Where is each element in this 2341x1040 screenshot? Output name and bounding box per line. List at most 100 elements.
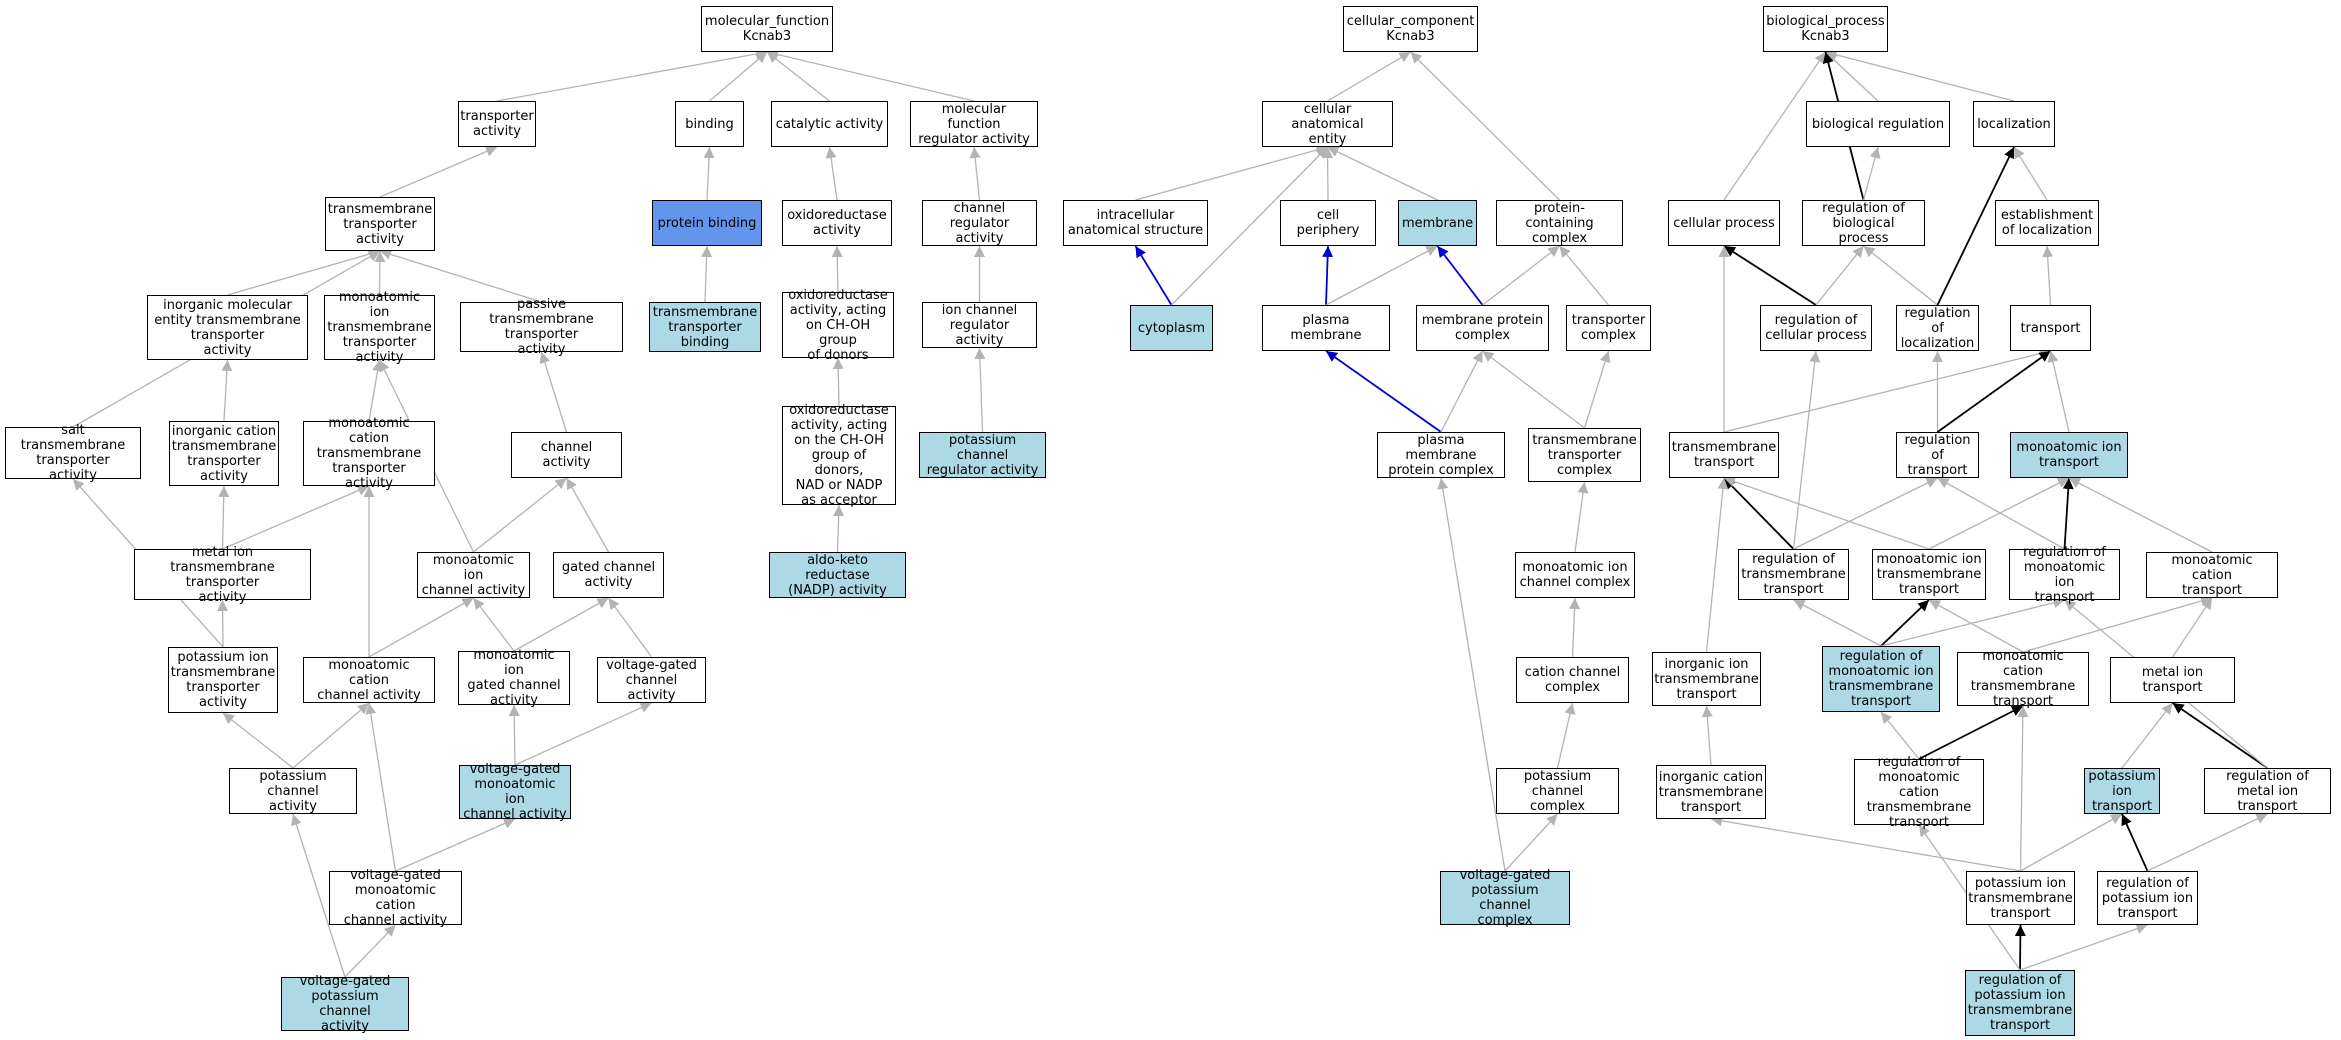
node-mit[interactable]: monoatomic ion transport: [2010, 432, 2128, 478]
node-cyto[interactable]: cytoplasm: [1130, 305, 1213, 351]
node-vgmcca[interactable]: voltage-gated monoatomic cation channel …: [329, 868, 462, 928]
node-rkitmt[interactable]: regulation of potassium ion transmembran…: [1965, 970, 2075, 1036]
node-mcca[interactable]: monoatomic cation channel activity: [303, 657, 435, 703]
edge-gca-to-chact: [565, 477, 610, 553]
node-vgkcc[interactable]: voltage-gated potassium channel complex: [1440, 868, 1570, 928]
edge-memb-to-cae: [1327, 146, 1438, 201]
node-tmtc[interactable]: transmembrane transporter complex: [1528, 428, 1641, 482]
edge-pmpc-to-mpc: [1440, 350, 1484, 433]
edge-rmitmt-to-rtmt: [1793, 599, 1882, 647]
edge-rkit-to-kit: [2121, 813, 2149, 872]
node-kcra[interactable]: potassium channel regulator activity: [919, 432, 1046, 478]
node-rtmt[interactable]: regulation of transmembrane transport: [1738, 549, 1849, 600]
node-mpc[interactable]: membrane protein complex: [1416, 305, 1549, 351]
node-iometa[interactable]: inorganic molecular entity transmembrane…: [147, 295, 308, 360]
node-rmitmt[interactable]: regulation of monoatomic ion transmembra…: [1822, 646, 1940, 712]
node-bind[interactable]: binding: [675, 101, 744, 147]
node-transp[interactable]: transport: [2010, 305, 2091, 351]
edge-rmctmt-to-mctmt: [1918, 705, 2024, 760]
node-ccc[interactable]: cation channel complex: [1516, 657, 1629, 703]
node-mf[interactable]: molecular_function Kcnab3: [701, 6, 833, 52]
node-gca[interactable]: gated channel activity: [553, 552, 664, 598]
node-tmtb[interactable]: transmembrane transporter binding: [649, 302, 761, 352]
node-tmt[interactable]: transmembrane transport: [1669, 432, 1779, 478]
node-chreg[interactable]: channel regulator activity: [922, 200, 1037, 246]
node-kit[interactable]: potassium ion transport: [2084, 768, 2160, 814]
node-breg[interactable]: biological regulation: [1806, 101, 1950, 147]
node-ias[interactable]: intracellular anatomical structure: [1063, 200, 1208, 246]
edge-trc-to-pcc: [1558, 245, 1610, 306]
edge-ictta-to-iometa: [221, 359, 233, 422]
node-rmetit[interactable]: regulation of metal ion transport: [2204, 768, 2331, 814]
node-mct[interactable]: monoatomic cation transport: [2146, 552, 2278, 598]
node-cat[interactable]: catalytic activity: [771, 101, 888, 147]
edge-migca-to-mica: [472, 597, 515, 652]
node-tra[interactable]: transporter activity: [458, 101, 536, 147]
edge-mpc-to-pcc: [1482, 245, 1560, 306]
node-mita[interactable]: monoatomic ion transmembrane transporter…: [324, 290, 435, 365]
node-cae[interactable]: cellular anatomical entity: [1262, 101, 1393, 147]
node-cproc[interactable]: cellular process: [1668, 200, 1780, 246]
edge-ictt-to-iitt: [1701, 705, 1713, 766]
node-micc[interactable]: monoatomic ion channel complex: [1515, 552, 1635, 598]
node-salt[interactable]: salt transmembrane transporter activity: [5, 423, 141, 483]
node-vgkca[interactable]: voltage-gated potassium channel activity: [281, 974, 409, 1034]
edge-rtmt-to-rcp: [1792, 350, 1821, 550]
edge-rmit-to-mit: [2062, 477, 2074, 550]
node-chact[interactable]: channel activity: [511, 432, 622, 478]
node-mitta[interactable]: metal ion transmembrane transporter acti…: [134, 545, 311, 605]
node-kitmt[interactable]: potassium ion transmembrane transport: [1966, 871, 2075, 925]
node-memb[interactable]: membrane: [1398, 200, 1477, 246]
node-rmctmt[interactable]: regulation of monoatomic cation transmem…: [1854, 755, 1984, 830]
node-mfreg[interactable]: molecular function regulator activity: [910, 101, 1038, 147]
node-estloc[interactable]: establishment of localization: [1995, 200, 2099, 246]
node-bp[interactable]: biological_process Kcnab3: [1763, 6, 1888, 52]
edge-rloc-to-loc: [1936, 146, 2015, 306]
node-mica[interactable]: monoatomic ion channel activity: [417, 552, 530, 598]
node-oxa[interactable]: oxidoreductase activity: [782, 200, 892, 246]
edge-kcc-to-ccc: [1556, 702, 1576, 769]
node-akr[interactable]: aldo-keto reductase (NADP) activity: [769, 552, 906, 598]
node-vgca[interactable]: voltage-gated channel activity: [597, 657, 706, 703]
node-pmpc[interactable]: plasma membrane protein complex: [1377, 432, 1505, 478]
node-ptta[interactable]: passive transmembrane transporter activi…: [460, 297, 623, 357]
edge-mita-to-tmta: [374, 250, 386, 296]
node-pmem[interactable]: plasma membrane: [1262, 305, 1390, 351]
edge-mitmt-to-mit: [1928, 477, 2070, 550]
node-rtr[interactable]: regulation of transport: [1896, 432, 1979, 478]
node-vgmica[interactable]: voltage-gated monoatomic ion channel act…: [459, 762, 571, 822]
edge-rmctmt-to-rmitmt: [1880, 711, 1920, 760]
node-loc[interactable]: localization: [1973, 101, 2055, 147]
node-rcp[interactable]: regulation of cellular process: [1760, 305, 1872, 351]
node-icra[interactable]: ion channel regulator activity: [922, 302, 1037, 348]
node-metit[interactable]: metal ion transport: [2110, 657, 2235, 703]
node-pcc[interactable]: protein-containing complex: [1496, 200, 1623, 246]
node-ictta[interactable]: inorganic cation transmembrane transport…: [169, 421, 279, 486]
edge-kcra-to-icra: [974, 347, 986, 433]
node-tmta[interactable]: transmembrane transporter activity: [325, 197, 435, 251]
node-iitt[interactable]: inorganic ion transmembrane transport: [1652, 652, 1761, 706]
node-cc[interactable]: cellular_component Kcnab3: [1343, 6, 1478, 52]
node-cper[interactable]: cell periphery: [1280, 200, 1376, 246]
node-oxchoh[interactable]: oxidoreductase activity, acting on CH-OH…: [782, 288, 894, 363]
edge-cproc-to-bp: [1723, 51, 1827, 201]
node-mitmt[interactable]: monoatomic ion transmembrane transport: [1872, 549, 1986, 600]
node-migca[interactable]: monoatomic ion gated channel activity: [458, 648, 570, 708]
node-rkit[interactable]: regulation of potassium ion transport: [2097, 871, 2198, 925]
node-kca[interactable]: potassium channel activity: [229, 768, 357, 814]
node-kcc[interactable]: potassium channel complex: [1496, 768, 1619, 814]
edge-vgca-to-gca: [607, 597, 653, 658]
node-trc[interactable]: transporter complex: [1566, 305, 1651, 351]
node-pb[interactable]: protein binding: [652, 200, 762, 246]
edge-kita-to-mitta: [217, 599, 229, 648]
node-rloc[interactable]: regulation of localization: [1896, 305, 1979, 351]
node-kita[interactable]: potassium ion transmembrane transporter …: [168, 647, 278, 713]
node-ictt[interactable]: inorganic cation transmembrane transport: [1656, 765, 1766, 819]
node-mcta[interactable]: monoatomic cation transmembrane transpor…: [303, 416, 435, 491]
node-rbp[interactable]: regulation of biological process: [1802, 200, 1925, 246]
node-oxnadp[interactable]: oxidoreductase activity, acting on the C…: [782, 403, 896, 508]
node-mctmt[interactable]: monoatomic cation transmembrane transpor…: [1957, 649, 2089, 709]
edge-rkit-to-rmetit: [2147, 813, 2268, 872]
node-rmit[interactable]: regulation of monoatomic ion transport: [2009, 545, 2120, 605]
